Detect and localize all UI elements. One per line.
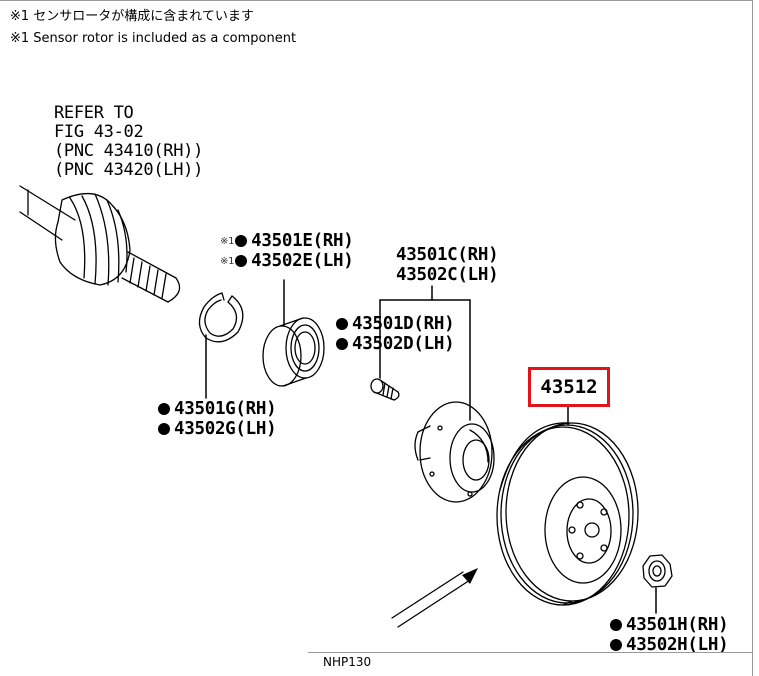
replacement-dot-icon <box>235 255 248 267</box>
part-label-43501h: 43501H(RH) <box>610 616 729 635</box>
part-label-43501g: 43501G(RH) <box>158 400 277 419</box>
drive-shaft-illustration <box>19 185 181 303</box>
replacement-dot-icon <box>336 338 348 350</box>
sensor-rotor-mark: ※1 <box>220 236 235 247</box>
part-callout-43512[interactable]: 43512 <box>528 367 610 407</box>
frame-right-border <box>752 0 753 676</box>
note-english: ※1 Sensor rotor is included as a compone… <box>10 31 297 46</box>
replacement-dot-icon <box>336 318 348 330</box>
replacement-dot-icon <box>610 639 622 651</box>
hub-bolt-illustration <box>370 378 400 401</box>
refer-line-4: (PNC 43420(LH)) <box>54 160 204 180</box>
part-label-43502d: 43502D(LH) <box>336 335 455 354</box>
hub-nut-illustration <box>642 554 673 588</box>
sensor-rotor-mark: ※1 <box>220 256 235 267</box>
part-label-43502c: 43502C(LH) <box>396 265 499 285</box>
refer-line-1: REFER TO <box>54 103 134 123</box>
part-label-43502g: 43502G(LH) <box>158 420 277 439</box>
footer-divider <box>308 652 752 653</box>
replacement-dot-icon <box>158 403 170 415</box>
arrow-head <box>462 568 478 584</box>
part-label-43502h: 43502H(LH) <box>610 636 729 655</box>
model-code: NHP130 <box>323 655 372 669</box>
refer-line-3: (PNC 43410(RH)) <box>54 141 204 161</box>
note-japanese: ※1 センサロータが構成に含まれています <box>10 9 254 24</box>
axle-hub-illustration <box>414 401 495 503</box>
assembly-direction-arrow <box>391 571 471 628</box>
replacement-dot-icon <box>235 235 248 247</box>
bearing-illustration <box>262 317 325 387</box>
part-label-43501d: 43501D(RH) <box>336 315 455 334</box>
replacement-dot-icon <box>610 619 622 631</box>
part-label-43501c: 43501C(RH) <box>396 245 499 265</box>
refer-line-2: FIG 43-02 <box>54 122 144 142</box>
leader-lines <box>205 279 657 614</box>
replacement-dot-icon <box>158 423 170 435</box>
brake-disc-rotor-illustration <box>496 422 639 606</box>
frame-top-border <box>0 0 752 1</box>
